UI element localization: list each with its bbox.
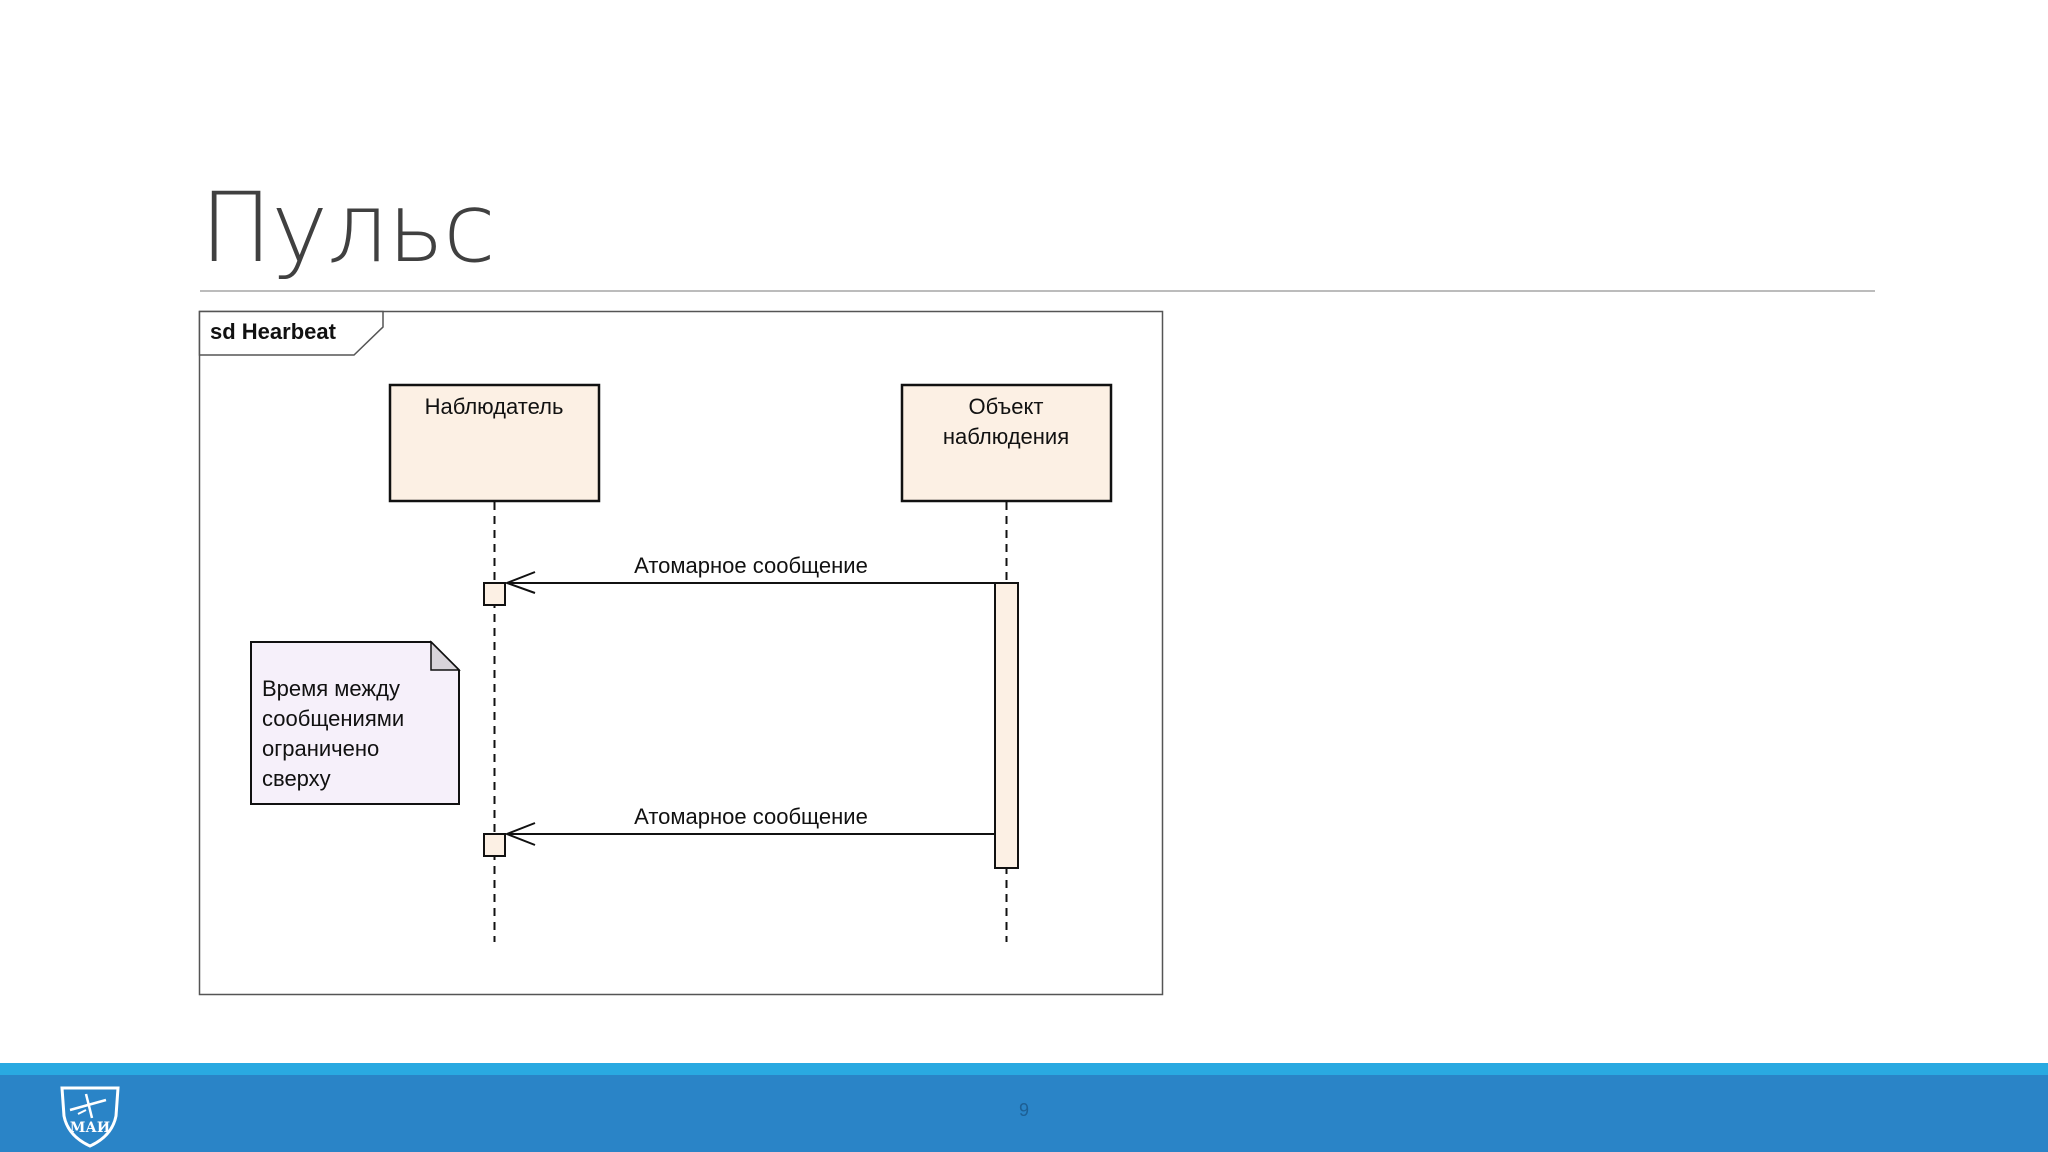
title-divider xyxy=(200,290,1875,292)
note-line-2: сообщениями xyxy=(262,706,404,731)
lifeline-label-observed-object-line1: Объект xyxy=(969,394,1044,419)
note-line-4: сверху xyxy=(262,766,331,791)
lifeline-head-observed-object[interactable] xyxy=(900,383,1113,503)
activation-box-observer-2 xyxy=(483,833,506,857)
footer-bar xyxy=(0,1075,2048,1152)
frame-label: sd Hearbeat xyxy=(210,319,337,344)
message-arrowhead-1 xyxy=(504,571,536,594)
message-label-2: Атомарное сообщение xyxy=(634,804,868,829)
note-box[interactable] xyxy=(250,641,460,805)
note-line-1: Время между xyxy=(262,676,400,701)
message-label-1: Атомарное сообщение xyxy=(634,553,868,578)
activation-box-observer-1 xyxy=(483,582,506,606)
note-folded-corner xyxy=(430,640,461,671)
page-number: 9 xyxy=(1018,1100,1029,1120)
mai-shield-logo-icon: МАИ xyxy=(60,1086,120,1148)
lifeline-label-observer: Наблюдатель xyxy=(425,394,564,419)
lifeline-label-observed-object-line2: наблюдения xyxy=(943,424,1069,449)
slide-title: Пульс xyxy=(200,172,496,284)
frame-label-tab xyxy=(198,310,384,356)
activation-bar-observed-object xyxy=(994,582,1019,869)
note-line-3: ограничено xyxy=(262,736,379,761)
lifeline-head-observer[interactable] xyxy=(388,383,601,503)
logo-text: МАИ xyxy=(70,1120,110,1136)
footer-accent-stripe xyxy=(0,1063,2048,1075)
message-arrowhead-2 xyxy=(504,822,536,846)
